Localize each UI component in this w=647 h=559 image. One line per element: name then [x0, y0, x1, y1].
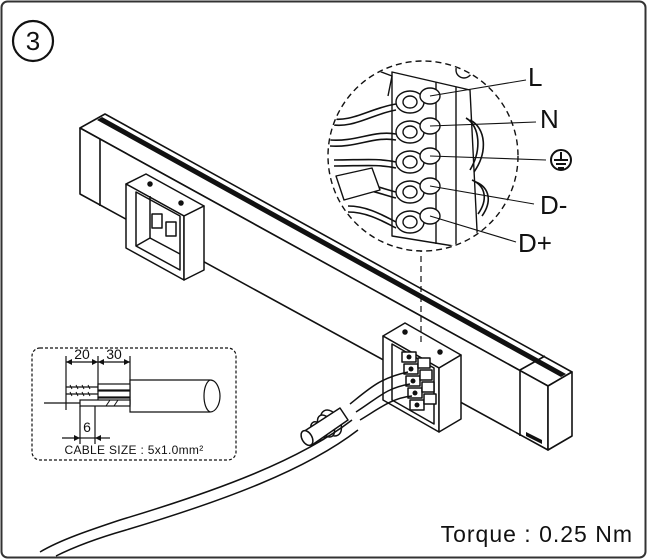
mounting-box-left	[125, 173, 205, 281]
terminal-label-D-plus: D+	[518, 228, 552, 258]
earth-ground-icon	[550, 149, 572, 171]
strip-dim-6: 6	[83, 419, 91, 435]
strip-dim-20: 20	[74, 346, 90, 362]
terminal-label-D-minus: D-	[540, 190, 567, 220]
terminal-zoom-callout	[327, 60, 519, 252]
torque-spec: Torque : 0.25 Nm	[441, 521, 633, 547]
cable-with-gland	[39, 371, 413, 557]
cable-size-label: CABLE SIZE : 5x1.0mm²	[64, 443, 203, 457]
strip-dim-30: 30	[106, 346, 122, 362]
terminal-label-L: L	[528, 62, 542, 92]
terminal-label-N: N	[540, 104, 559, 134]
step-number: 3	[26, 26, 40, 56]
step-badge: 3	[11, 19, 55, 63]
cable-strip-inset: 20 30 6 CABLE SIZE : 5x1.0mm²	[31, 346, 237, 461]
terminal-leaders	[429, 79, 547, 243]
junction-box-right	[382, 322, 462, 433]
